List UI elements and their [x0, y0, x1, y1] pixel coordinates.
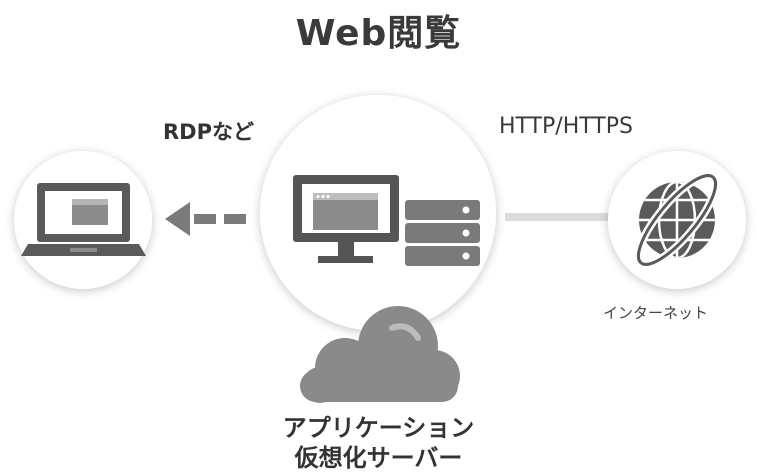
rdp-label: RDPなど — [163, 120, 254, 144]
cloud-icon — [300, 306, 460, 403]
app-server-label: アプリケーション 仮想化サーバー — [0, 413, 757, 473]
connection-line — [505, 213, 620, 221]
internet-label: インターネット — [603, 304, 709, 322]
globe-icon — [634, 171, 720, 269]
monitor-server-icon — [293, 175, 480, 266]
http-label: HTTP/HTTPS — [499, 114, 633, 139]
app-server-label-line2: 仮想化サーバー — [294, 444, 463, 472]
diagram-title: Web閲覧 — [295, 13, 462, 54]
laptop-icon — [21, 183, 146, 256]
app-server-label-line1: アプリケーション — [282, 414, 475, 442]
dashed-arrow-left-icon — [165, 202, 246, 236]
